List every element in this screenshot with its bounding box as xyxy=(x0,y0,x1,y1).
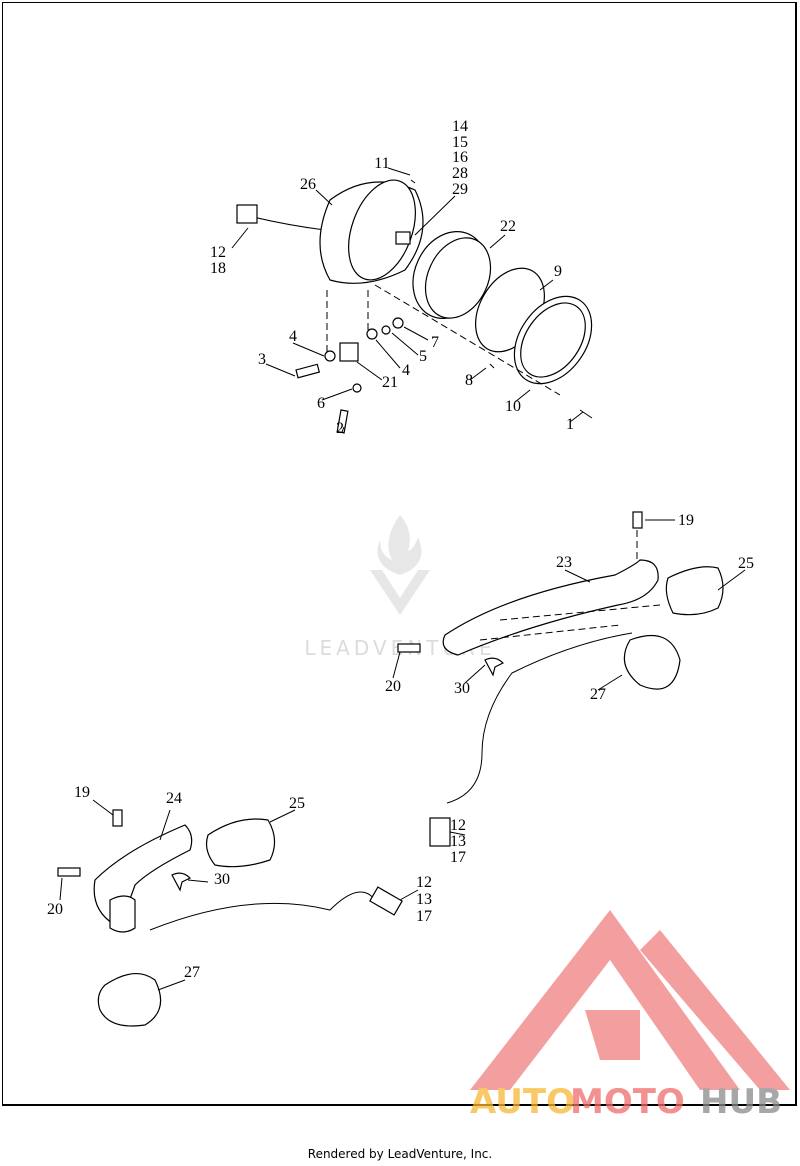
callout-20: 20 xyxy=(47,901,63,918)
callout-10: 10 xyxy=(505,398,521,415)
logo-auto: AUTO xyxy=(470,1082,575,1122)
callout-8: 8 xyxy=(465,372,473,389)
callout-27: 27 xyxy=(590,686,606,703)
callout-12: 12 xyxy=(450,817,466,834)
bolt-19 xyxy=(632,511,643,529)
lens-housing xyxy=(205,818,276,868)
logo-hub: HUB xyxy=(700,1082,782,1122)
callout-28: 28 xyxy=(452,165,468,182)
clip-30 xyxy=(171,872,192,892)
callout-26: 26 xyxy=(300,176,316,193)
connector-12 xyxy=(369,886,403,916)
callout-17: 17 xyxy=(416,908,432,925)
bolt-3 xyxy=(295,363,321,379)
callout-6: 6 xyxy=(317,395,325,412)
automotohub-logo: AUTO MOTO HUB xyxy=(470,910,790,1122)
washer xyxy=(324,350,336,362)
diagram-frame xyxy=(2,2,797,1106)
connector-12 xyxy=(429,817,451,847)
callout-29: 29 xyxy=(452,181,468,198)
leader-lines xyxy=(59,167,746,991)
callout-11: 11 xyxy=(374,155,389,172)
mount-block xyxy=(339,342,359,362)
clip-30 xyxy=(484,657,505,677)
turn-signal-lamp xyxy=(623,634,681,690)
callout-4: 4 xyxy=(402,362,410,379)
callout-7: 7 xyxy=(431,334,439,351)
logo-moto: MOTO xyxy=(570,1082,685,1122)
callout-25: 25 xyxy=(738,555,754,572)
bolt-19 xyxy=(112,809,123,827)
callout-23: 23 xyxy=(556,554,572,571)
callout-25: 25 xyxy=(289,795,305,812)
connector-part xyxy=(236,204,258,224)
callout-17: 17 xyxy=(450,849,466,866)
callout-labels: 14 15 16 28 29 11 26 12 18 22 9 7 5 4 4 … xyxy=(47,118,754,981)
callout-21: 21 xyxy=(382,374,398,391)
callout-19: 19 xyxy=(678,512,694,529)
callout-4: 4 xyxy=(289,328,297,345)
right-turn-signal xyxy=(397,511,724,847)
callout-5: 5 xyxy=(419,348,427,365)
callout-14: 14 xyxy=(452,118,468,135)
callout-9: 9 xyxy=(554,263,562,280)
bolt-2 xyxy=(336,409,349,434)
washer xyxy=(366,328,378,340)
callout-19: 19 xyxy=(74,784,90,801)
callout-30: 30 xyxy=(214,871,230,888)
callout-22: 22 xyxy=(500,218,516,235)
left-turn-signal xyxy=(57,809,403,1027)
callout-16: 16 xyxy=(452,149,468,166)
callout-18: 18 xyxy=(210,260,226,277)
lens-housing xyxy=(665,566,724,616)
turn-signal-lamp xyxy=(97,973,162,1027)
callout-27: 27 xyxy=(184,964,200,981)
nut xyxy=(392,317,404,329)
bolt-20 xyxy=(397,643,421,653)
bolt-20 xyxy=(57,867,81,877)
callout-30: 30 xyxy=(454,680,470,697)
callout-3: 3 xyxy=(258,351,266,368)
callout-12: 12 xyxy=(210,244,226,261)
callout-13: 13 xyxy=(450,833,466,850)
callout-12: 12 xyxy=(416,874,432,891)
connector-29 xyxy=(395,231,411,245)
callout-20: 20 xyxy=(385,678,401,695)
callout-13: 13 xyxy=(416,891,432,908)
callout-2: 2 xyxy=(336,420,344,437)
headlamp-assembly xyxy=(236,179,593,434)
callout-24: 24 xyxy=(166,790,182,807)
turn-signal-bracket xyxy=(442,559,659,656)
callout-1: 1 xyxy=(566,416,574,433)
callout-15: 15 xyxy=(452,134,468,151)
footer-credit: Rendered by LeadVenture, Inc. xyxy=(307,1147,493,1161)
